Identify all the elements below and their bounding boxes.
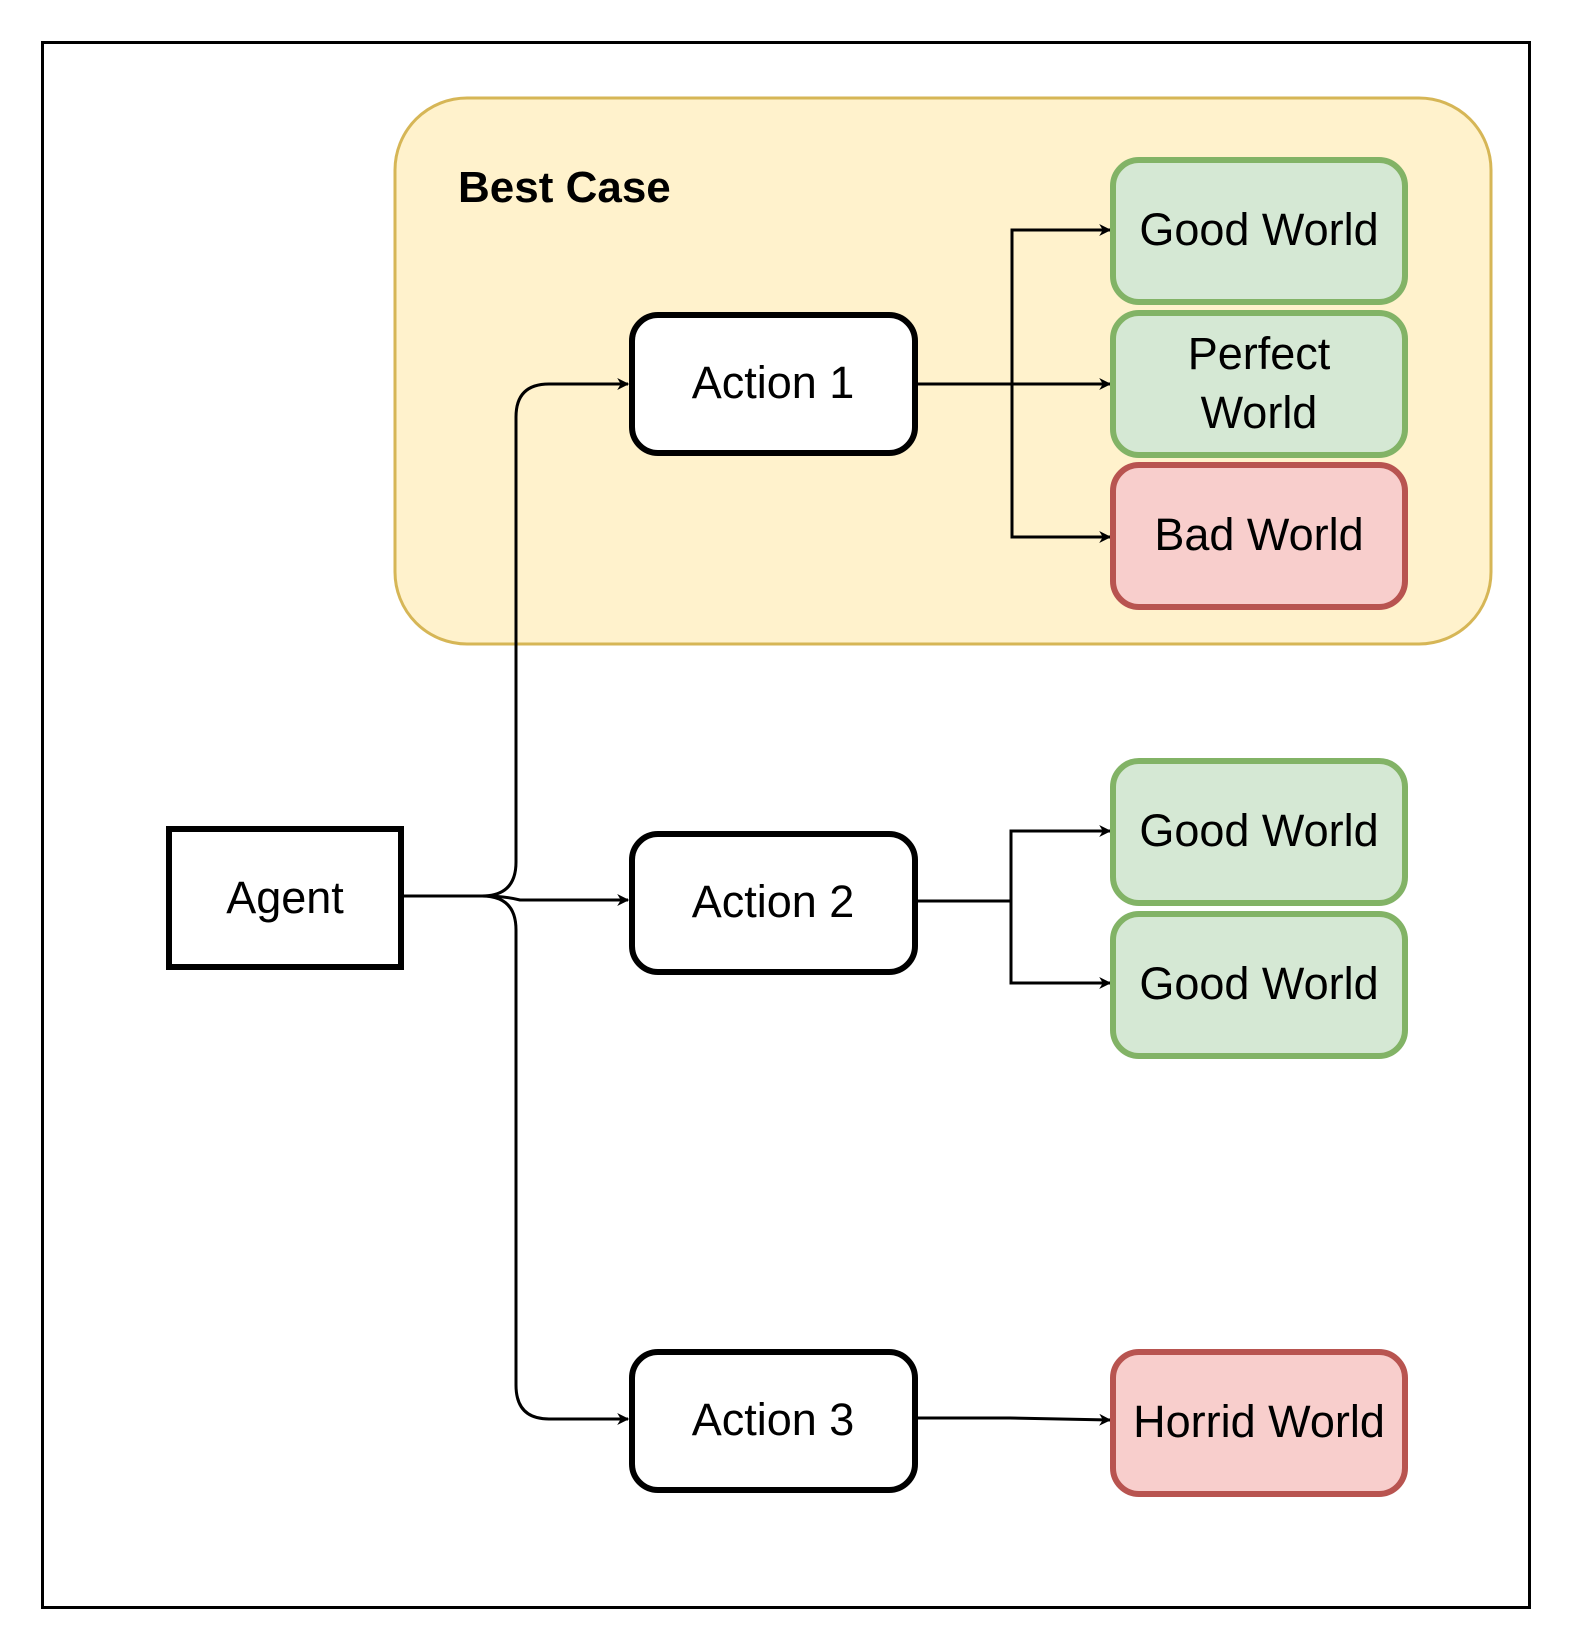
diagram-frame bbox=[41, 41, 1531, 1609]
node-horrid-world-label: Horrid World bbox=[1133, 1396, 1385, 1447]
node-agent-label: Agent bbox=[226, 872, 344, 923]
node-good-world-a2-2[interactable]: Good World bbox=[1110, 911, 1408, 1059]
node-action-3-label: Action 3 bbox=[692, 1394, 855, 1445]
node-horrid-world[interactable]: Horrid World bbox=[1110, 1349, 1408, 1497]
node-action-1-label: Action 1 bbox=[692, 357, 855, 408]
edge-agent-action2 bbox=[402, 894, 630, 906]
node-perfect-world[interactable]: Perfect World bbox=[1110, 310, 1408, 458]
node-good-world-a1-label: Good World bbox=[1139, 204, 1378, 255]
node-agent[interactable]: Agent bbox=[166, 826, 404, 970]
node-good-world-a1[interactable]: Good World bbox=[1110, 157, 1408, 305]
node-action-2[interactable]: Action 2 bbox=[629, 831, 918, 975]
edges bbox=[402, 224, 1112, 1426]
node-perfect-world-label-line2: World bbox=[1201, 387, 1318, 438]
node-action-2-label: Action 2 bbox=[692, 876, 855, 927]
edge-agent-action3 bbox=[481, 894, 630, 1425]
node-perfect-world-label-line1: Perfect bbox=[1188, 328, 1331, 379]
node-action-3[interactable]: Action 3 bbox=[629, 1349, 918, 1493]
edge-agent-action1 bbox=[402, 378, 630, 898]
edge-action2-good-world-1 bbox=[915, 825, 1112, 903]
node-good-world-a2-2-label: Good World bbox=[1139, 958, 1378, 1009]
edge-action1-bad-world bbox=[1010, 384, 1112, 543]
node-bad-world-label: Bad World bbox=[1154, 509, 1363, 560]
edge-action2-good-world-2 bbox=[1009, 901, 1112, 989]
node-good-world-a2-1[interactable]: Good World bbox=[1110, 758, 1408, 906]
node-action-1[interactable]: Action 1 bbox=[629, 312, 918, 456]
group-best-case-label: Best Case bbox=[458, 163, 671, 212]
edge-action3-horrid-world bbox=[915, 1413, 1112, 1426]
node-bad-world[interactable]: Bad World bbox=[1110, 462, 1408, 610]
node-good-world-a2-1-label: Good World bbox=[1139, 805, 1378, 856]
